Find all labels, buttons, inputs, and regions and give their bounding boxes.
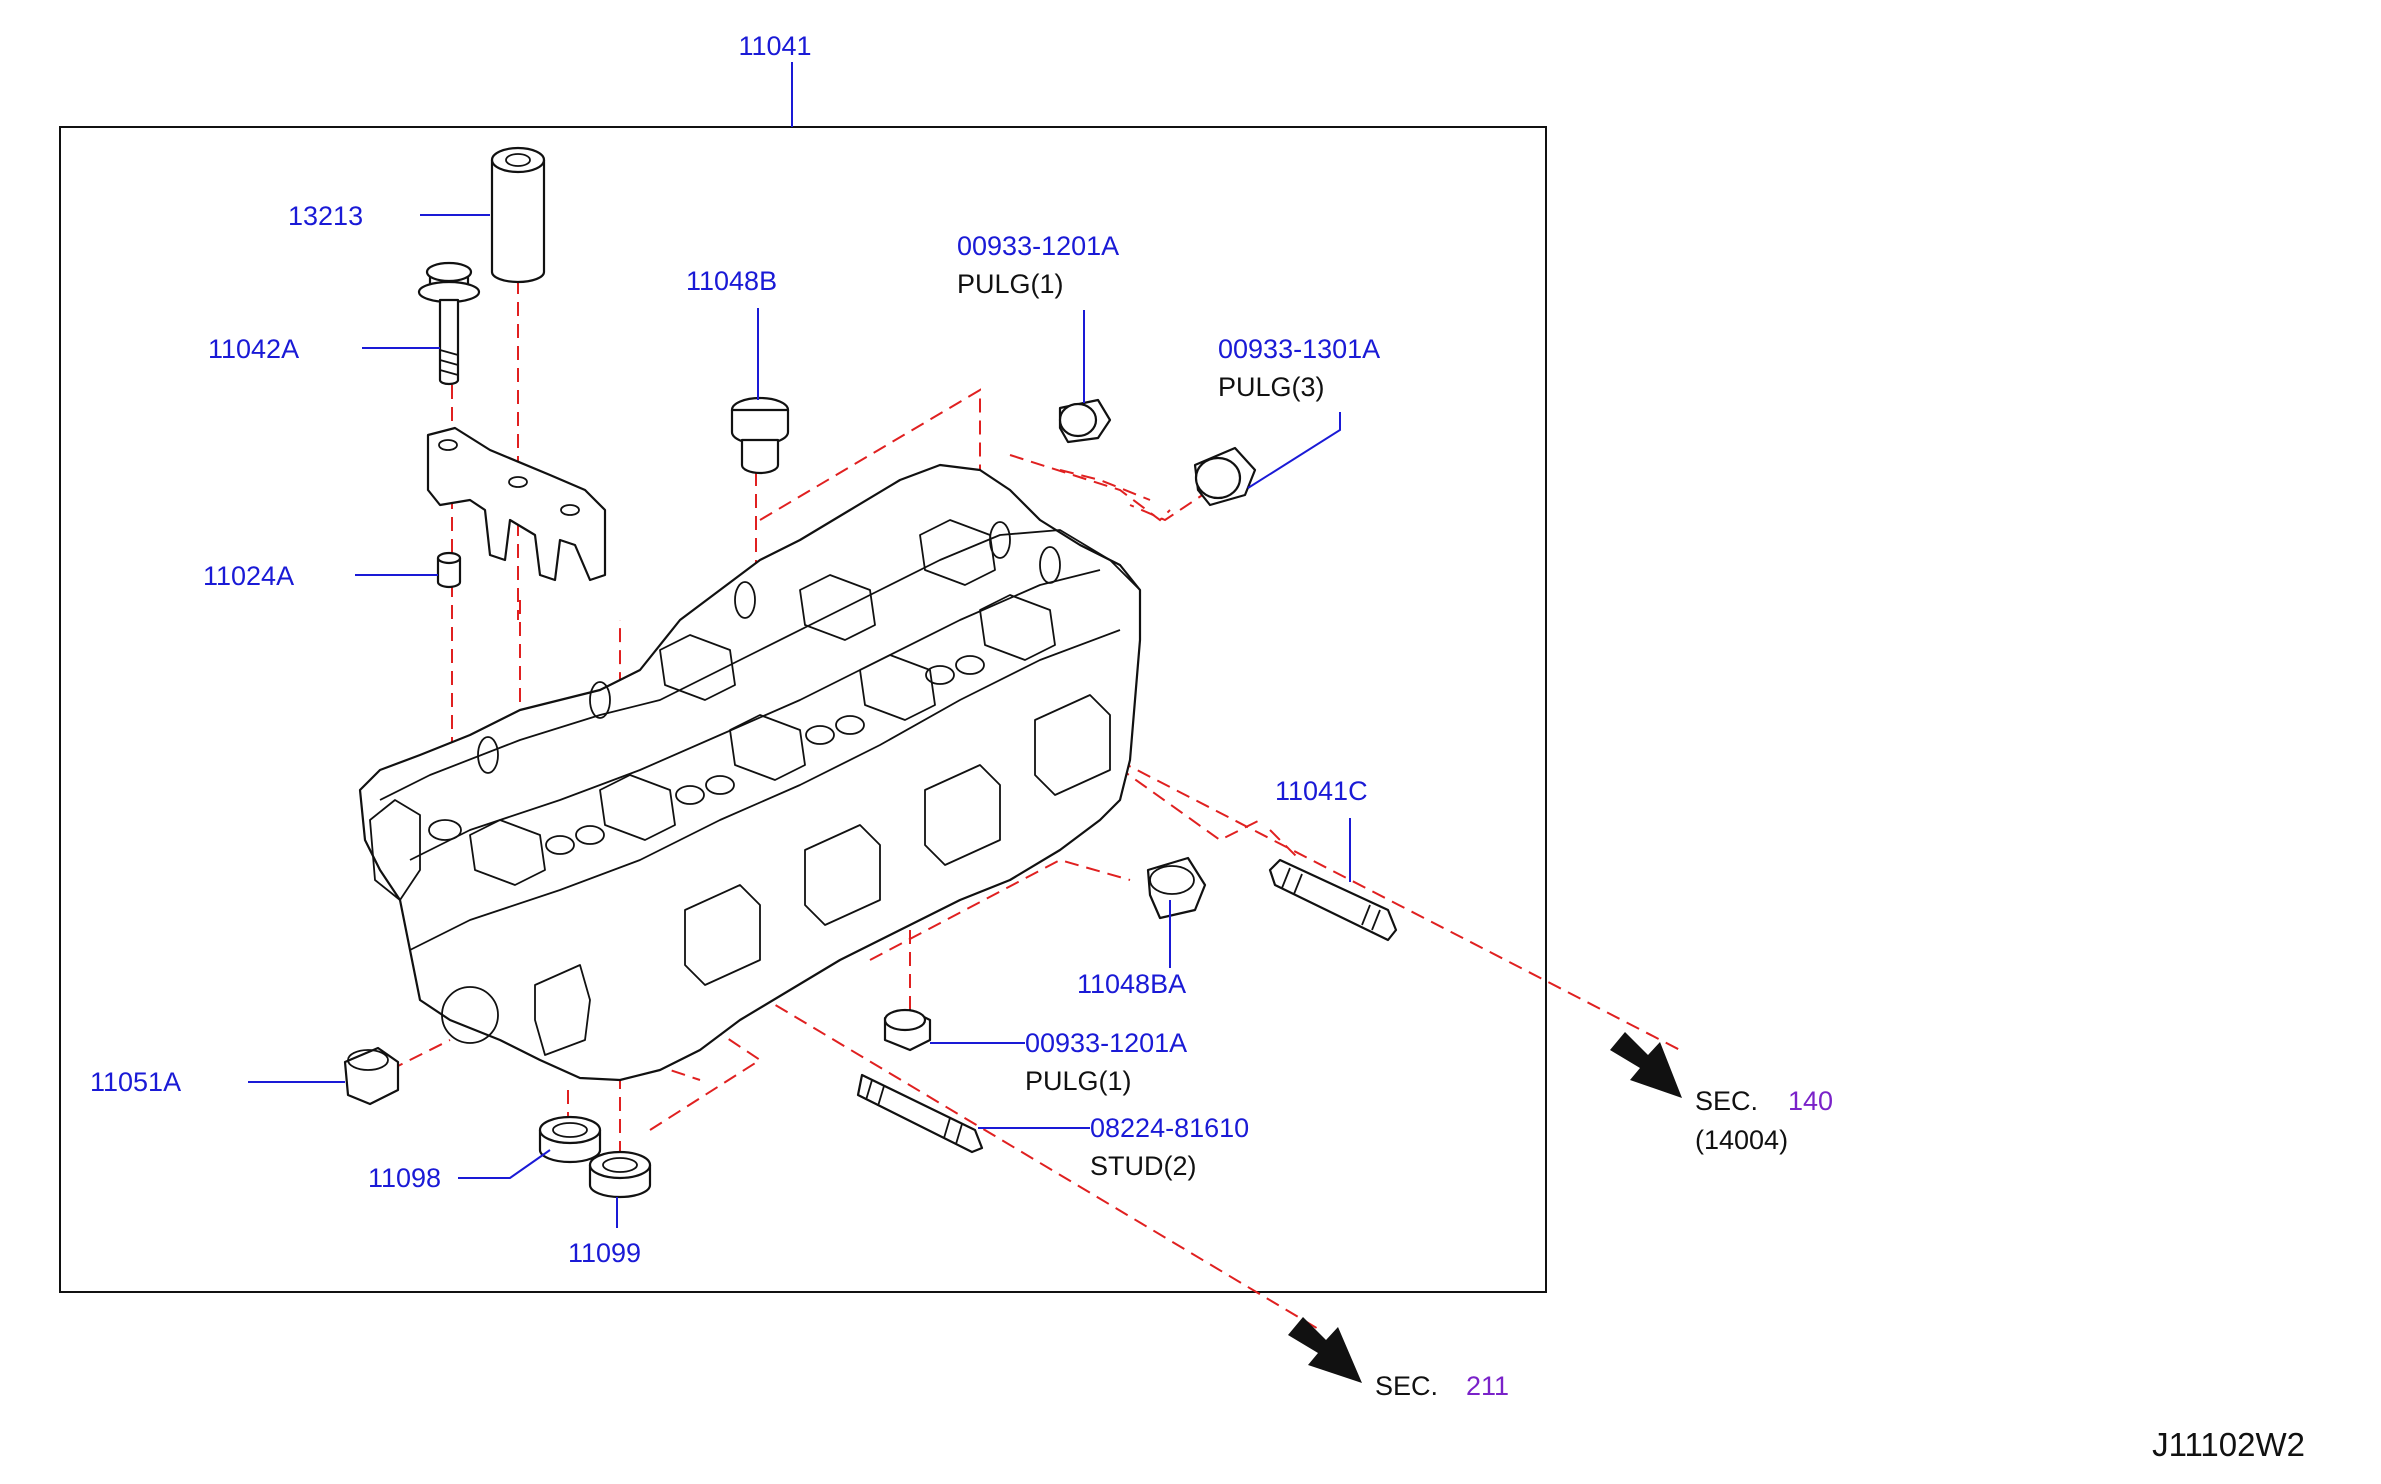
part-11048BA-cap[interactable] [1146,856,1207,920]
arrow-right-icon [1288,1317,1362,1383]
assembly-frame [59,126,1547,1293]
desc-00933-1201A-bottom: PULG(1) [1025,1066,1132,1096]
exhaust-ports [441,694,1111,1056]
sec-211-number[interactable]: 211 [1466,1371,1509,1401]
part-11098-seal[interactable] [538,1115,602,1164]
leader-lines [248,214,1351,1228]
label-11024A[interactable]: 11024A [203,561,294,591]
label-00933-1301A[interactable]: 00933-1301A [1218,334,1380,364]
desc-00933-1201A-top: PULG(1) [957,269,1064,299]
part-00933-1201A-bottom-plug[interactable] [883,1008,932,1052]
rocker-bracket[interactable] [426,426,607,582]
arrow-right-icon [1610,1032,1682,1098]
section-ref-211[interactable]: SEC. 211 [1288,1317,1509,1401]
sec-140-label: SEC. [1695,1086,1758,1116]
sec-140-number[interactable]: 140 [1788,1086,1833,1116]
part-11099-seal[interactable] [588,1150,652,1199]
drawing-code: J11102W2 [2152,1426,2305,1463]
label-08224-81610[interactable]: 08224-81610 [1090,1113,1249,1143]
part-11041C-stud[interactable] [1268,858,1398,942]
part-11024A-dowel[interactable] [436,551,462,589]
desc-00933-1301A: PULG(3) [1218,372,1325,402]
label-11041C[interactable]: 11041C [1275,776,1368,806]
label-11099[interactable]: 11099 [568,1238,641,1268]
part-00933-1301A-plug[interactable] [1193,446,1257,507]
part-08224-81610-stud[interactable] [856,1073,984,1154]
desc-08224-81610: STUD(2) [1090,1151,1197,1181]
phantom-lines [389,280,1681,1331]
cam-bearing-caps [469,519,1056,886]
sec-211-label: SEC. [1375,1371,1438,1401]
label-00933-1201A-bottom[interactable]: 00933-1201A [1025,1028,1187,1058]
label-13213[interactable]: 13213 [288,201,363,231]
sec-140-sub: (14004) [1695,1125,1788,1155]
label-11051A[interactable]: 11051A [90,1067,181,1097]
label-11042A[interactable]: 11042A [208,334,299,364]
label-11048BA[interactable]: 11048BA [1077,969,1186,999]
cylinder-head[interactable] [358,463,1142,1082]
part-13213-tube[interactable] [490,146,546,284]
head-bores [477,521,1061,855]
part-11051A-plug[interactable] [343,1046,400,1106]
section-ref-140[interactable]: SEC. 140 (14004) [1610,1032,1833,1155]
label-00933-1201A-top[interactable]: 00933-1201A [957,231,1119,261]
label-11098[interactable]: 11098 [368,1163,441,1193]
label-11048B[interactable]: 11048B [686,266,777,296]
title-part-number[interactable]: 11041 [738,31,811,61]
part-11042A-bolt[interactable] [417,261,481,386]
part-11048B-plug-bolt[interactable] [730,396,790,475]
part-00933-1201A-top-plug[interactable] [1058,398,1112,444]
